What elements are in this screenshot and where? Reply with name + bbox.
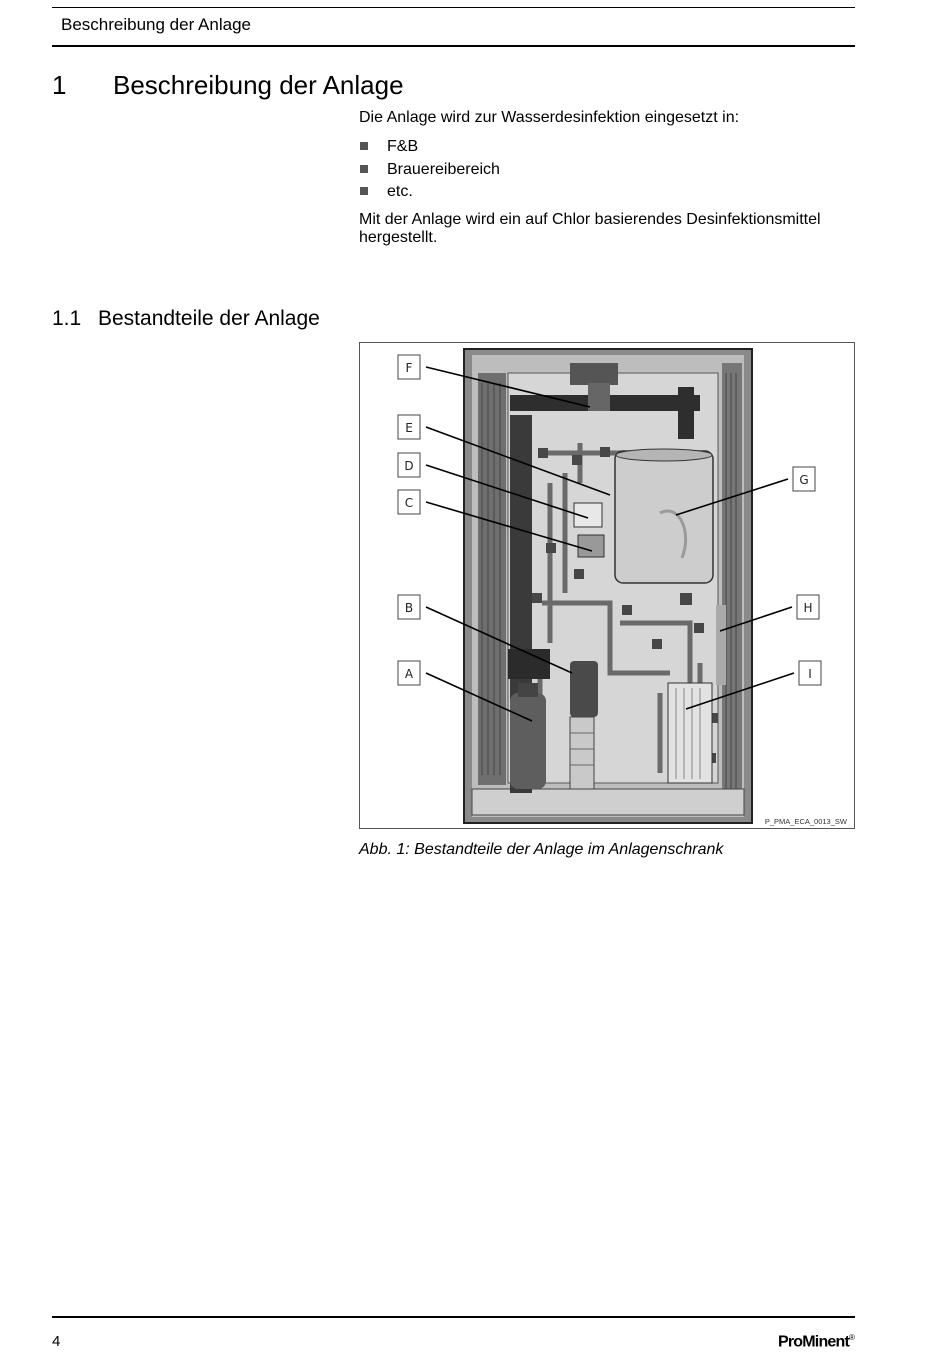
callout-box-c bbox=[397, 489, 421, 515]
callout-box-b bbox=[397, 594, 421, 620]
chapter-title: Beschreibung der Anlage bbox=[113, 70, 404, 100]
callout-label-h: H bbox=[803, 601, 812, 615]
callout-box-g bbox=[792, 466, 816, 492]
callout-box-h bbox=[796, 594, 820, 620]
callout-label-b: B bbox=[405, 601, 413, 615]
usage-list: F&B Brauereibereich etc. bbox=[359, 137, 500, 205]
section-title: Bestandteile der Anlage bbox=[98, 307, 320, 330]
callout-label-c: C bbox=[405, 496, 413, 510]
callout-box-f bbox=[397, 354, 421, 380]
footer-rule bbox=[52, 1316, 855, 1318]
cabinet-illustration: F E D C B A G H I P_PMA_ECA_0013_SW bbox=[397, 348, 848, 826]
chapter-number: 1 bbox=[52, 70, 67, 100]
figure-image-id: P_PMA_ECA_0013_SW bbox=[765, 817, 848, 826]
callout-label-f: F bbox=[406, 361, 413, 375]
callout-box-a bbox=[397, 660, 421, 686]
list-item: F&B bbox=[359, 137, 500, 160]
list-item: etc. bbox=[359, 182, 500, 205]
callout-box-d bbox=[397, 452, 421, 478]
intro-text: Die Anlage wird zur Wasserdesinfektion e… bbox=[359, 109, 740, 126]
callout-label-g: G bbox=[799, 473, 808, 487]
callout-label-a: A bbox=[405, 667, 414, 681]
callout-label-e: E bbox=[405, 421, 413, 435]
header-bottom-rule bbox=[52, 45, 855, 47]
header-top-rule bbox=[52, 7, 855, 8]
list-item: Brauereibereich bbox=[359, 160, 500, 183]
callout-label-d: D bbox=[404, 459, 413, 473]
description-paragraph: Mit der Anlage wird ein auf Chlor basier… bbox=[359, 211, 821, 246]
callout-label-i: I bbox=[808, 667, 812, 681]
prominent-logo: ProMinent® bbox=[778, 1333, 855, 1351]
bullet-square-icon bbox=[360, 187, 368, 195]
callout-box-i bbox=[798, 660, 822, 686]
page-number: 4 bbox=[52, 1333, 61, 1350]
bullet-square-icon bbox=[360, 164, 368, 173]
running-header-title: Beschreibung der Anlage bbox=[61, 15, 251, 34]
callout-box-e bbox=[397, 414, 421, 440]
bullet-square-icon bbox=[360, 142, 368, 150]
system-cabinet-figure: F E D C B A G H I P_PMA_ECA_0013_SW bbox=[359, 342, 855, 829]
section-number: 1.1 bbox=[52, 307, 82, 330]
figure-caption: Abb. 1: Bestandteile der Anlage im Anlag… bbox=[359, 841, 724, 858]
